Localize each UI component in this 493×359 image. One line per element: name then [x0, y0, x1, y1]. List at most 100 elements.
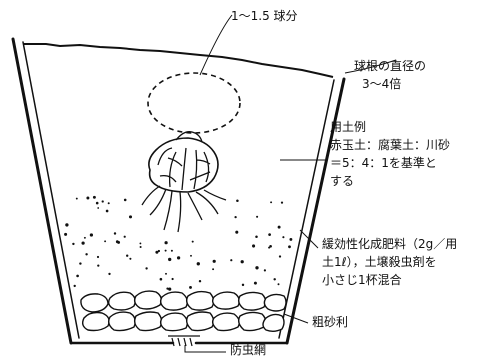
fertilizer-dot: [128, 215, 133, 219]
gravel-stone: [80, 293, 109, 313]
label-soil-title: 用土例: [330, 120, 367, 134]
label-soil-line1: 赤玉土：腐葉土：川砂: [330, 138, 451, 152]
fertilizer-dot: [72, 242, 75, 246]
fertilizer-dot: [191, 240, 194, 243]
fertilizer-dot: [273, 278, 276, 281]
fertilizer-dot: [123, 235, 126, 238]
fertilizer-dot: [83, 236, 86, 239]
fertilizer-dot: [126, 254, 129, 257]
gravel-stone: [237, 291, 267, 311]
leader-lines: [184, 14, 397, 353]
gravel-stone: [263, 293, 287, 312]
label-fertilizer-line1: 緩効性化成肥料（2g／用: [322, 237, 458, 251]
fertilizer-dot: [171, 277, 174, 281]
net-line: [189, 337, 193, 347]
fertilizer-dot: [268, 233, 271, 236]
fertilizer-dot: [241, 283, 245, 287]
label-bulb-diameter-line1: 球根の直径の: [354, 59, 427, 73]
fertilizer-dot: [189, 285, 192, 289]
pot-left-inner-wall: [22, 41, 80, 339]
fertilizer-dot: [86, 196, 90, 200]
fertilizer-dot: [139, 245, 142, 249]
fertilizer-dot: [108, 272, 111, 276]
gravel-stone: [133, 290, 163, 310]
fertilizer-dot: [198, 279, 202, 283]
fertilizer-dot: [196, 262, 200, 266]
fertilizer-dot: [270, 201, 273, 204]
gravel-stone: [211, 312, 241, 332]
fertilizer-dot: [255, 266, 259, 270]
fertilizer-dot: [166, 287, 169, 290]
fertilizer-dot: [79, 262, 82, 265]
fertilizer-dot: [164, 241, 168, 245]
pot-outline: [11, 37, 346, 345]
fertilizer-dot: [268, 246, 271, 249]
fertilizer-dot: [168, 257, 172, 262]
fertilizer-dot: [170, 249, 173, 252]
fertilizer-dot: [92, 195, 96, 199]
fertilizer-dot: [113, 232, 117, 235]
leader-net: [184, 345, 226, 353]
fertilizer-dot: [85, 253, 88, 256]
bulb-scales: [157, 147, 211, 191]
fertilizer-dot: [176, 256, 181, 260]
gravel-stone: [159, 312, 189, 332]
fertilizer-dot: [73, 284, 76, 288]
fertilizer-dot: [253, 281, 257, 285]
fertilizer-dot: [159, 277, 163, 281]
label-fertilizer-line3: 小さじ1杯混合: [322, 273, 402, 287]
fertilizer-dot: [165, 272, 167, 275]
label-bulb-amount: 1～1.5 球分: [231, 9, 298, 23]
label-gravel: 粗砂利: [312, 315, 349, 329]
insect-net: [168, 335, 200, 347]
pot-right-inner-wall: [278, 79, 335, 339]
fertilizer-dot: [212, 259, 216, 263]
fertilizer-dot: [89, 233, 94, 237]
label-soil-line2: ＝5：4：1を基準と: [330, 156, 437, 170]
leader-bulb-diameter: [344, 59, 397, 74]
fertilizer-dot: [255, 235, 258, 238]
gravel-stone: [211, 291, 241, 310]
bulb-illustration: [141, 131, 227, 233]
fertilizer-dot: [277, 225, 281, 229]
fertilizer-dot: [115, 240, 119, 244]
fertilizer-dot: [129, 257, 132, 260]
leader-gravel: [283, 313, 309, 324]
gravel-stone: [81, 311, 110, 332]
fertilizer-dot: [123, 198, 127, 202]
fertilizer-dot: [235, 230, 239, 234]
net-line: [171, 337, 175, 347]
gravel-stone: [262, 313, 285, 332]
label-soil-line3: する: [330, 174, 355, 188]
gravel-stone: [159, 291, 189, 311]
gravel-stone: [107, 311, 137, 332]
fertilizer-dot: [75, 197, 78, 200]
label-fertilizer-line2: 土1ℓ），土壌殺虫剤を: [322, 255, 437, 269]
fertilizer-dot: [277, 283, 280, 286]
gravel-stone: [237, 311, 267, 332]
fertilizer-dot: [234, 215, 237, 219]
fertilizer-dot: [278, 255, 282, 258]
gravel-stone: [133, 311, 163, 332]
fertilizer-dot: [280, 201, 284, 204]
fertilizer-dot: [230, 259, 233, 262]
fertilizer-dot: [96, 255, 100, 259]
fertilizer-dot: [107, 202, 110, 205]
fertilizer-dot: [282, 236, 285, 239]
fertilizer-dot: [212, 268, 215, 271]
label-insect-net: 防虫網: [230, 343, 267, 357]
pot-right-outer-wall: [285, 77, 346, 345]
bulb-body: [148, 137, 219, 193]
net-line: [177, 337, 181, 347]
fertilizer-dot: [263, 269, 267, 272]
fertilizer-dot: [139, 242, 142, 245]
net-line: [183, 337, 187, 347]
fertilizer-dot: [105, 209, 109, 213]
fertilizer-dot: [157, 249, 161, 253]
fertilizer-dot: [65, 223, 69, 227]
fertilizer-dot: [97, 264, 100, 267]
fertilizer-dot: [190, 254, 192, 257]
fertilizer-dot: [168, 287, 172, 291]
soil-surface-line: [24, 43, 334, 78]
